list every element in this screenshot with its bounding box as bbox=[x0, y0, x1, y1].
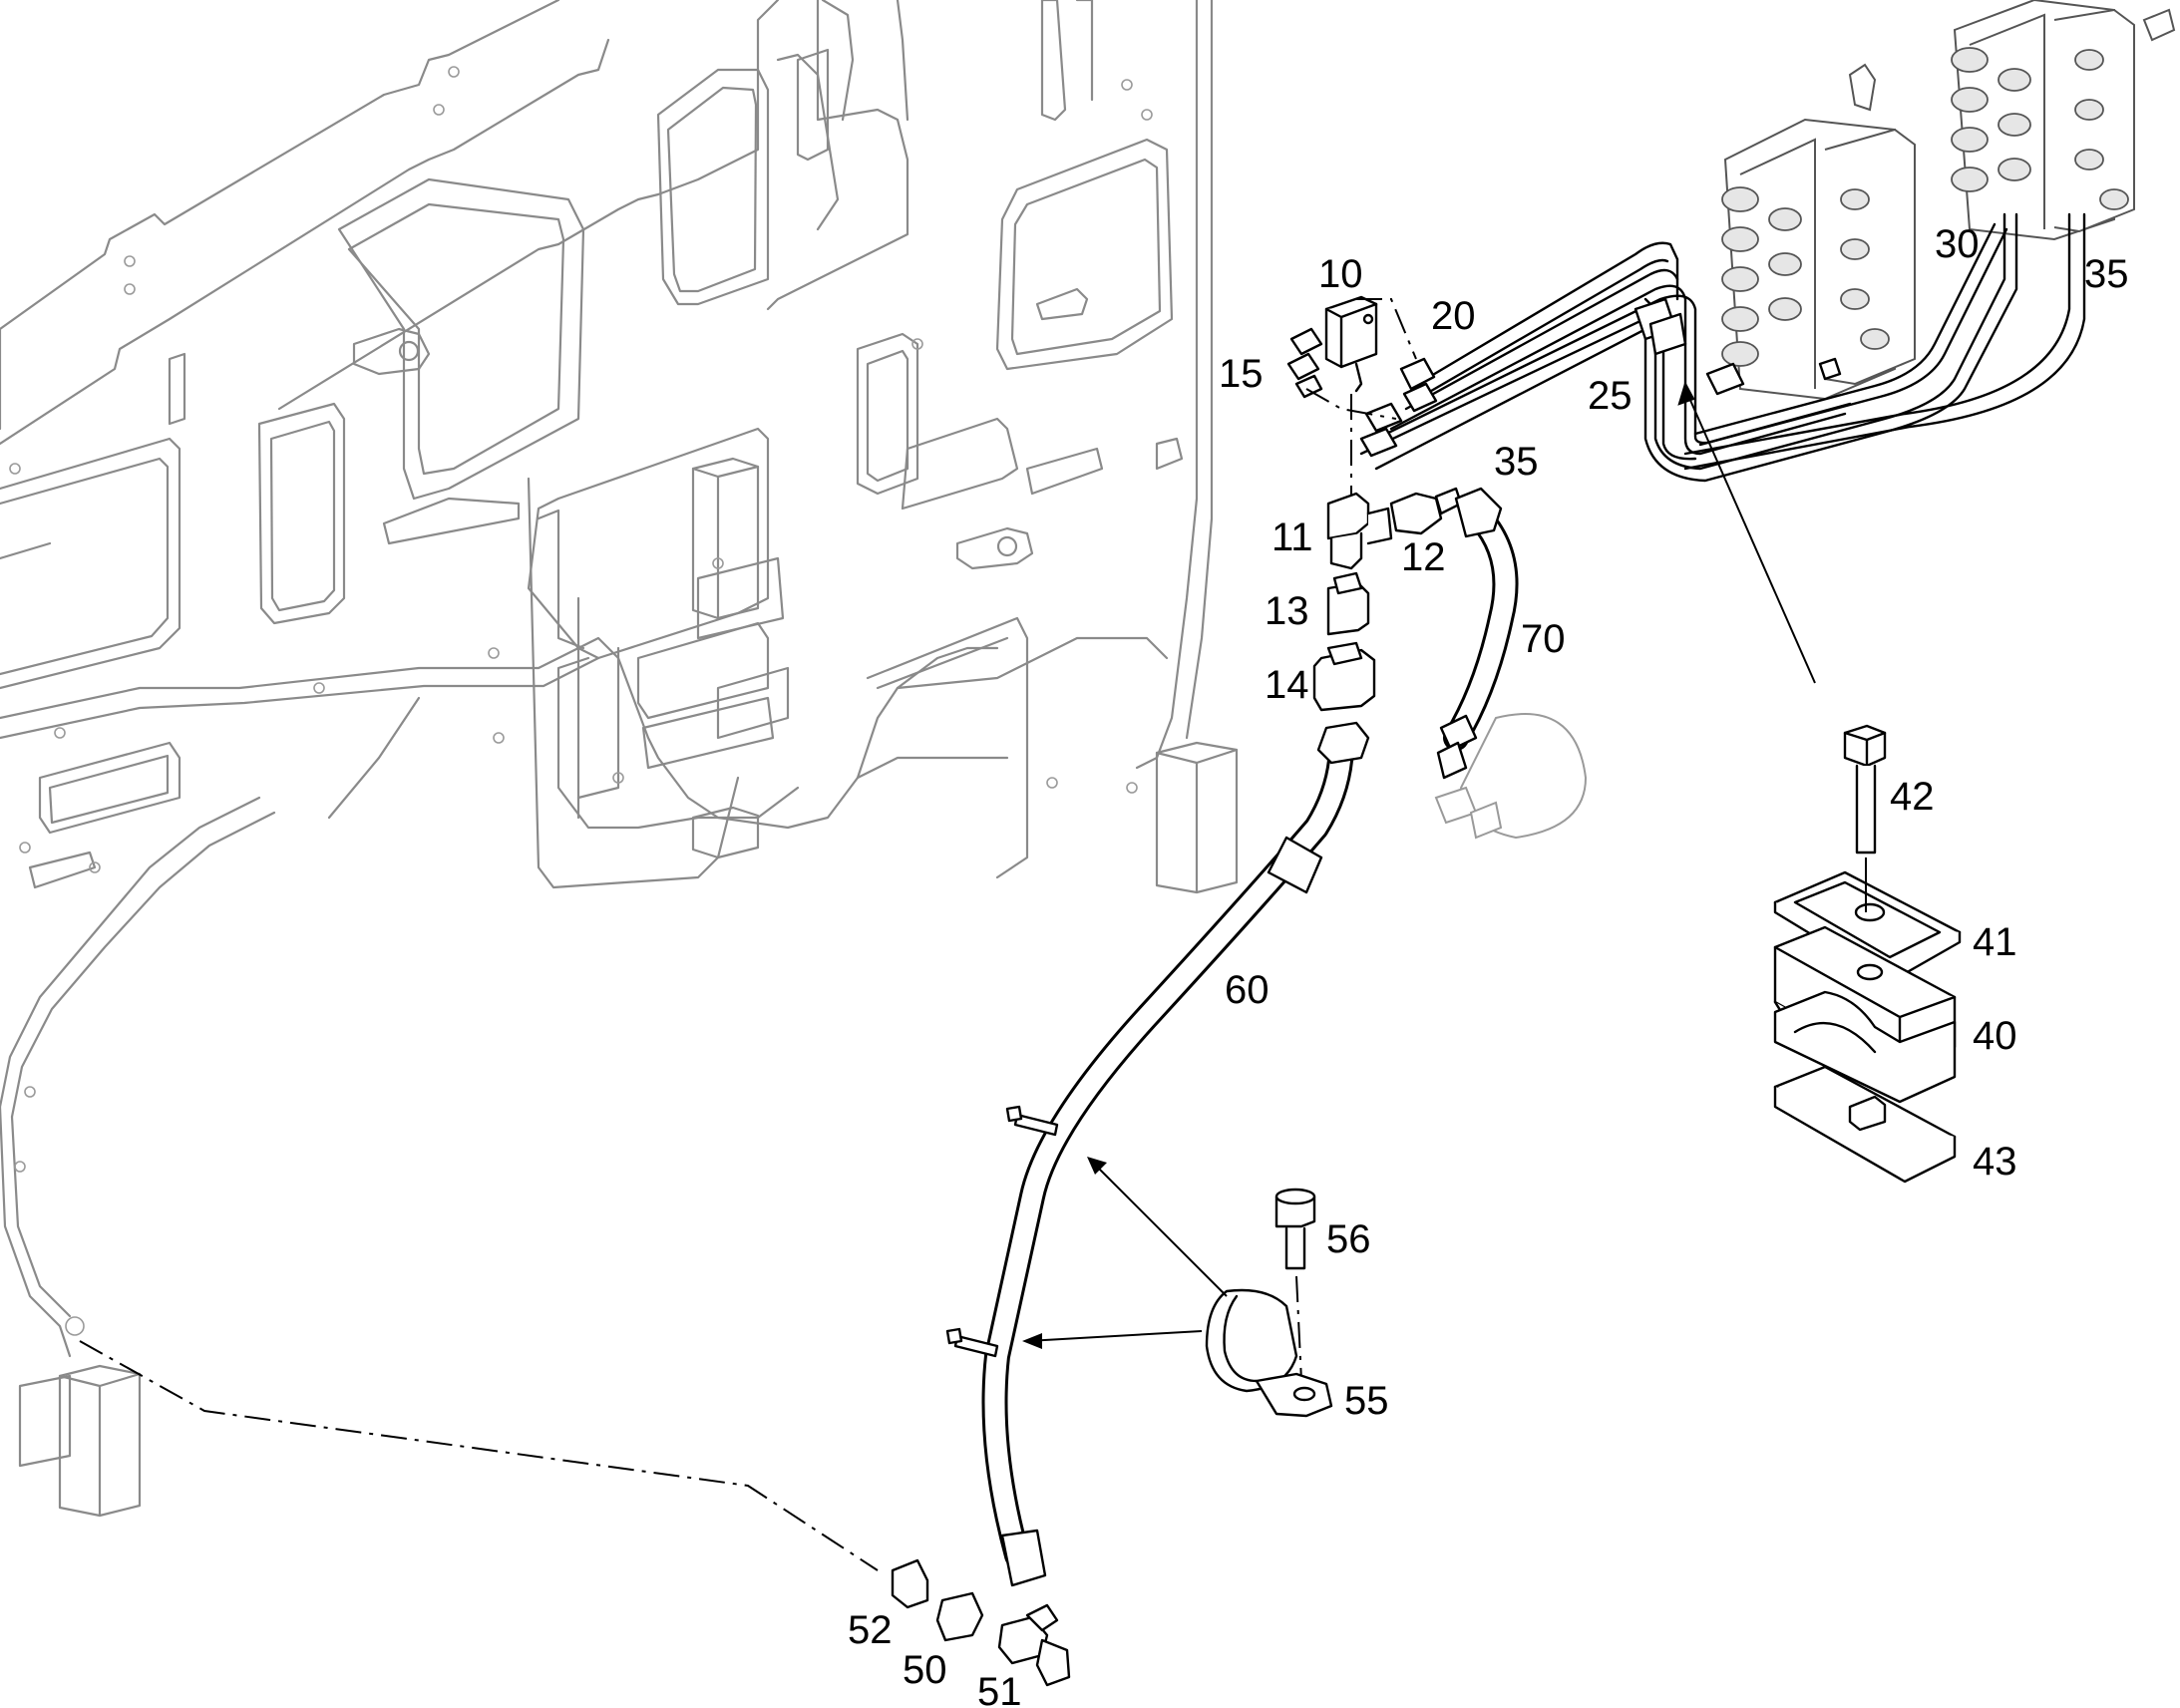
arrow-55-lower bbox=[1022, 1333, 1042, 1349]
part-51-tee bbox=[997, 1603, 1071, 1687]
callout-43: 43 bbox=[1973, 1140, 2017, 1184]
part-60-hose bbox=[945, 721, 1370, 1587]
part-10-distributor-block bbox=[1324, 295, 1378, 393]
callout-70: 70 bbox=[1521, 617, 1566, 661]
callout-20: 20 bbox=[1431, 294, 1476, 338]
callout-labels: 10 15 20 25 30 35 35 11 12 13 14 70 60 4… bbox=[848, 222, 2129, 1708]
callout-56: 56 bbox=[1326, 1217, 1371, 1261]
callout-60: 60 bbox=[1225, 968, 1270, 1012]
part-14-fitting bbox=[1312, 641, 1376, 712]
callout-35-mid: 35 bbox=[1494, 440, 1539, 484]
part-15-fittings bbox=[1286, 327, 1323, 399]
arrow-55-upper bbox=[1087, 1157, 1107, 1175]
part-40-clamp-halves bbox=[1773, 925, 1957, 1104]
valve-knobs bbox=[1721, 47, 2129, 367]
callout-12: 12 bbox=[1401, 535, 1446, 579]
callout-15: 15 bbox=[1219, 352, 1264, 396]
assembly-line-15 bbox=[1305, 388, 1397, 420]
part-55-clamp bbox=[1205, 1288, 1333, 1418]
part-11-tee bbox=[1326, 492, 1393, 570]
callout-30: 30 bbox=[1935, 222, 1980, 266]
callout-41: 41 bbox=[1973, 920, 2017, 964]
callout-55: 55 bbox=[1344, 1379, 1389, 1423]
leader-55-upper bbox=[1091, 1161, 1228, 1297]
assembly-line-52 bbox=[79, 1340, 879, 1571]
leader-clamp-detail bbox=[1684, 388, 1816, 684]
pipe-bundle bbox=[1359, 212, 2086, 483]
leader-55-lower bbox=[1026, 1330, 1203, 1342]
assembly-line-10 bbox=[1356, 298, 1417, 360]
part-52-fitting bbox=[891, 1558, 929, 1609]
callout-40: 40 bbox=[1973, 1014, 2017, 1058]
callout-10: 10 bbox=[1318, 252, 1363, 296]
callout-35-top: 35 bbox=[2084, 252, 2129, 296]
callout-25: 25 bbox=[1588, 374, 1633, 418]
callout-13: 13 bbox=[1265, 589, 1309, 633]
callout-11: 11 bbox=[1272, 515, 1313, 559]
callout-51: 51 bbox=[977, 1670, 1022, 1708]
part-43-base-plate bbox=[1773, 1065, 1957, 1184]
callout-52: 52 bbox=[848, 1608, 893, 1652]
part-13-fitting bbox=[1326, 571, 1370, 636]
arrow-clamp-detail bbox=[1677, 381, 1695, 406]
part-42-bolt bbox=[1843, 724, 1887, 854]
part-12-adapter bbox=[1389, 487, 1463, 535]
part-50-fitting bbox=[935, 1591, 984, 1642]
part-56-screw bbox=[1274, 1188, 1316, 1270]
callout-50: 50 bbox=[903, 1648, 947, 1692]
machine-frame bbox=[0, 0, 1239, 1518]
part-70-hose bbox=[1436, 487, 1519, 780]
callout-42: 42 bbox=[1890, 775, 1935, 819]
accumulator bbox=[1434, 713, 1588, 840]
callout-14: 14 bbox=[1265, 663, 1309, 707]
assembly-line-56 bbox=[1295, 1275, 1302, 1382]
control-valve-blocks bbox=[1721, 0, 2176, 401]
